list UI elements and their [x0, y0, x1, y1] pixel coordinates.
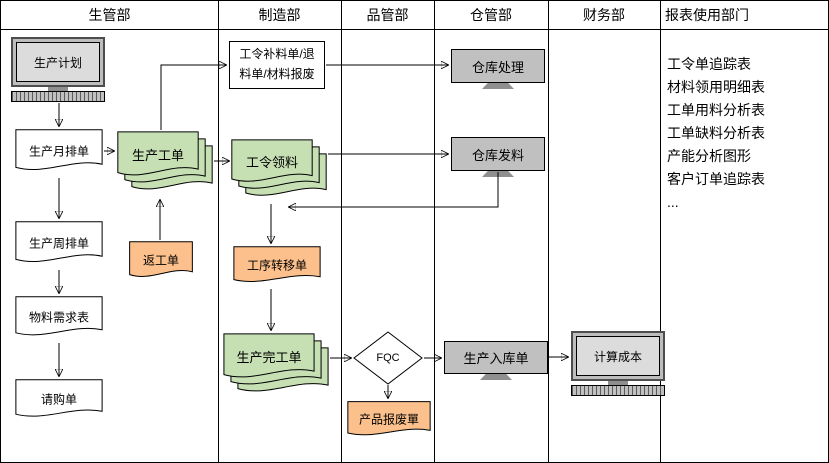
node-label: 产品报废單	[358, 412, 419, 427]
machine-stand-icon	[482, 171, 514, 177]
lane-header-manufacturing: 制造部	[258, 7, 301, 23]
node-label: 生产周排单	[28, 236, 89, 251]
lane-divider	[218, 1, 219, 462]
arrow-workorder-to-supplement	[160, 65, 226, 130]
document-icon	[15, 129, 103, 177]
lane-header-production-control: 生管部	[88, 7, 131, 23]
node-production-work-order: 生产工单	[117, 131, 213, 197]
machine-stand-icon	[480, 374, 512, 380]
document-icon	[223, 333, 315, 385]
lane-header-report-users: 报表使用部门	[665, 7, 749, 23]
node-material-requirement: 物料需求表	[15, 296, 103, 342]
report-item: 材料领用明细表	[667, 79, 765, 95]
node-label: 物料需求表	[28, 310, 89, 325]
node-warehouse-processing: 仓库处理	[451, 49, 545, 89]
lane-header-warehouse: 仓管部	[470, 7, 512, 23]
node-product-scrap: 产品报废單	[347, 401, 431, 441]
lane-divider	[660, 1, 661, 462]
lane-header-quality: 品管部	[366, 7, 409, 23]
monitor-icon: 生产计划	[11, 37, 105, 87]
report-item: ...	[667, 194, 679, 210]
lane-divider	[434, 1, 435, 462]
node-label: 返工单	[142, 253, 179, 268]
lane-divider	[341, 1, 342, 462]
node-cost-calculation: 计算成本	[571, 331, 665, 396]
node-completion-order: 生产完工单	[223, 333, 329, 399]
node-fqc: FQC	[353, 331, 423, 385]
node-weekly-schedule: 生产周排单	[15, 221, 103, 269]
node-production-plan: 生产计划	[11, 37, 105, 102]
node-label: 仓库发料	[471, 147, 524, 163]
node-label: 工令补料单/退料单/材料报废	[239, 47, 315, 81]
decision-diamond-icon	[353, 331, 423, 385]
node-supplement-return-scrap: 工令补料单/退料单/材料报废	[229, 41, 325, 89]
node-work-order-picking: 工令领料	[231, 139, 327, 203]
document-icon	[347, 401, 431, 441]
monitor-stand-icon	[48, 87, 68, 91]
monitor-icon: 计算成本	[571, 331, 665, 381]
monitor-stand-icon	[608, 381, 628, 385]
report-item: 产能分析图形	[667, 148, 751, 164]
node-label: 生产月排单	[28, 144, 89, 159]
report-item: 工单缺料分析表	[667, 125, 765, 141]
lane-header-finance: 财务部	[583, 7, 625, 23]
node-production-receipt: 生产入库单	[444, 341, 548, 380]
node-label: 工令领料	[245, 154, 298, 170]
node-label: 仓库处理	[471, 59, 524, 75]
node-purchase-requisition: 请购单	[15, 379, 103, 423]
header-divider	[1, 29, 828, 30]
node-label: 计算成本	[593, 349, 642, 364]
keyboard-icon	[571, 385, 665, 396]
document-icon	[15, 379, 103, 423]
document-icon	[233, 246, 321, 288]
document-icon	[15, 296, 103, 342]
node-label: 生产完工单	[236, 349, 302, 365]
machine-stand-icon	[482, 83, 514, 89]
node-label: FQC	[376, 352, 400, 364]
node-label: 生产工单	[131, 147, 184, 163]
node-label: 生产计划	[33, 55, 82, 70]
report-list: 工令单追踪表 材料领用明细表 工单用料分析表 工单缺料分析表 产能分析图形 客户…	[667, 53, 765, 214]
lane-divider	[548, 1, 549, 462]
document-icon	[129, 241, 193, 283]
node-label: 工序转移单	[246, 258, 307, 273]
document-icon	[15, 221, 103, 269]
node-label: 生产入库单	[463, 351, 529, 366]
node-monthly-schedule: 生产月排单	[15, 129, 103, 177]
node-label: 请购单	[40, 392, 77, 407]
report-item: 工单用料分析表	[667, 102, 765, 118]
report-item: 工令单追踪表	[667, 56, 751, 72]
node-process-transfer: 工序转移单	[233, 246, 321, 288]
keyboard-icon	[11, 91, 105, 102]
report-item: 客户订单追踪表	[667, 171, 765, 187]
node-warehouse-issue: 仓库发料	[451, 137, 545, 177]
document-icon	[117, 131, 199, 183]
node-rework-order: 返工单	[129, 241, 193, 283]
